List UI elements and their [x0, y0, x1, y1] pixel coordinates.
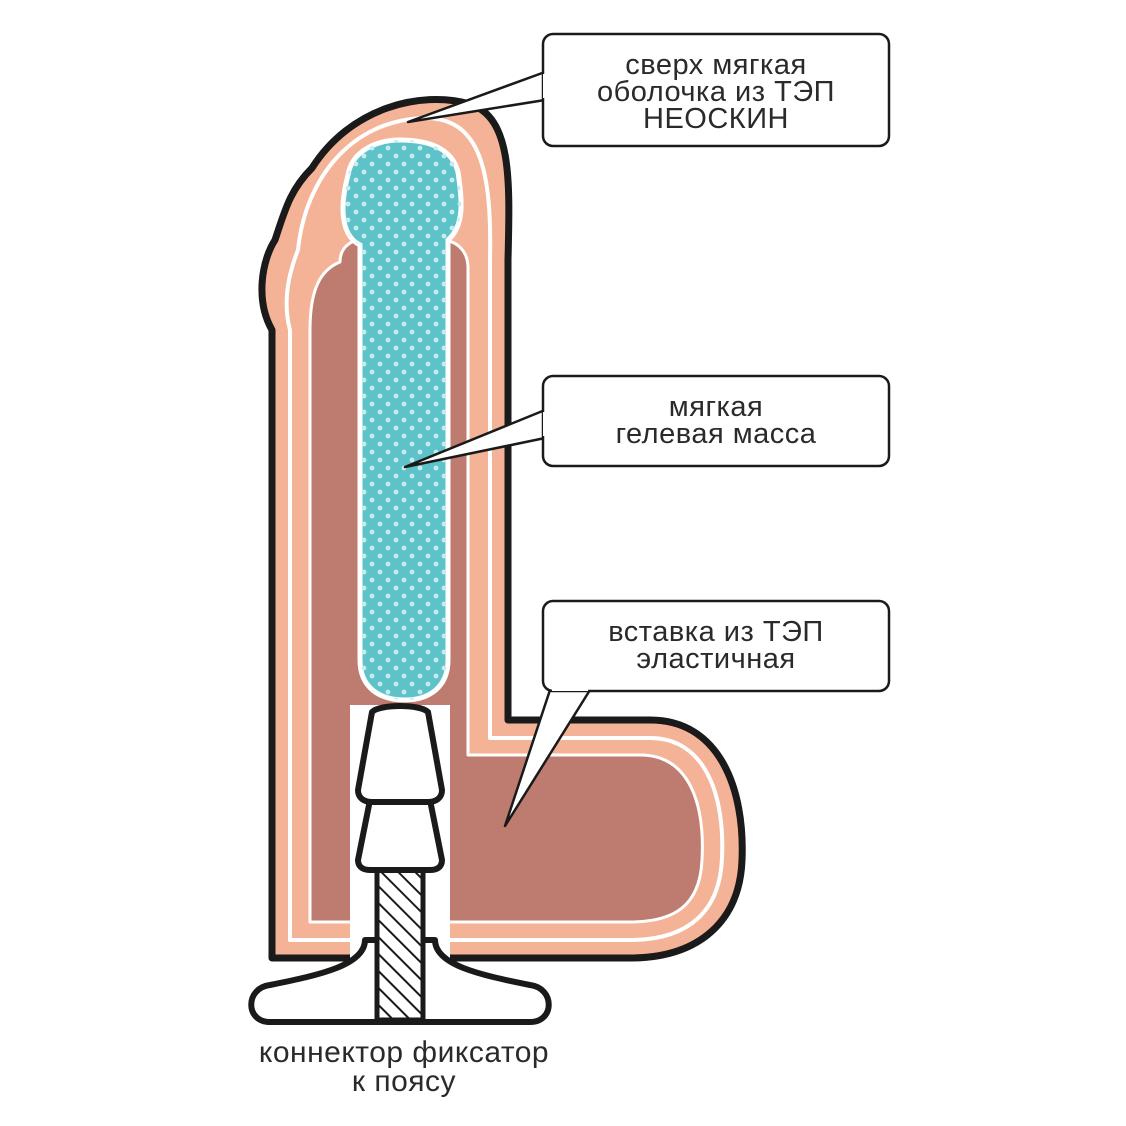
- callout-shell-line-2: оболочка из ТЭП: [597, 76, 835, 108]
- callout-insert-pointer: [503, 689, 592, 828]
- connector-lower-cone: [355, 797, 445, 873]
- callout-gel: мягкая гелевая масса: [403, 374, 891, 469]
- caption-line-2: к поясу: [352, 1065, 456, 1098]
- callout-shell-pointer: [406, 70, 546, 124]
- callout-gel-pointer: [403, 408, 546, 469]
- connector-upper-cone: [355, 703, 445, 805]
- callout-insert-line-1: вставка из ТЭП: [608, 616, 824, 648]
- gel-core-dots: [343, 140, 462, 700]
- callout-insert: вставка из ТЭП эластичная: [503, 599, 891, 828]
- callout-shell: сверх мягкая оболочка из ТЭП НЕОСКИН: [406, 32, 891, 148]
- callout-gel-line-2: гелевая масса: [616, 418, 817, 450]
- callout-insert-box: [541, 599, 891, 693]
- callout-insert-line-2: эластичная: [636, 643, 795, 675]
- callout-shell-line-3: НЕОСКИН: [643, 103, 789, 135]
- caption-line-1: коннектор фиксатор: [259, 1036, 549, 1069]
- callout-shell-line-1: сверх мягкая: [625, 49, 806, 81]
- connector-rod: [374, 865, 426, 1023]
- callout-gel-line-1: мягкая: [669, 391, 763, 423]
- shell-inner-line: [284, 116, 725, 942]
